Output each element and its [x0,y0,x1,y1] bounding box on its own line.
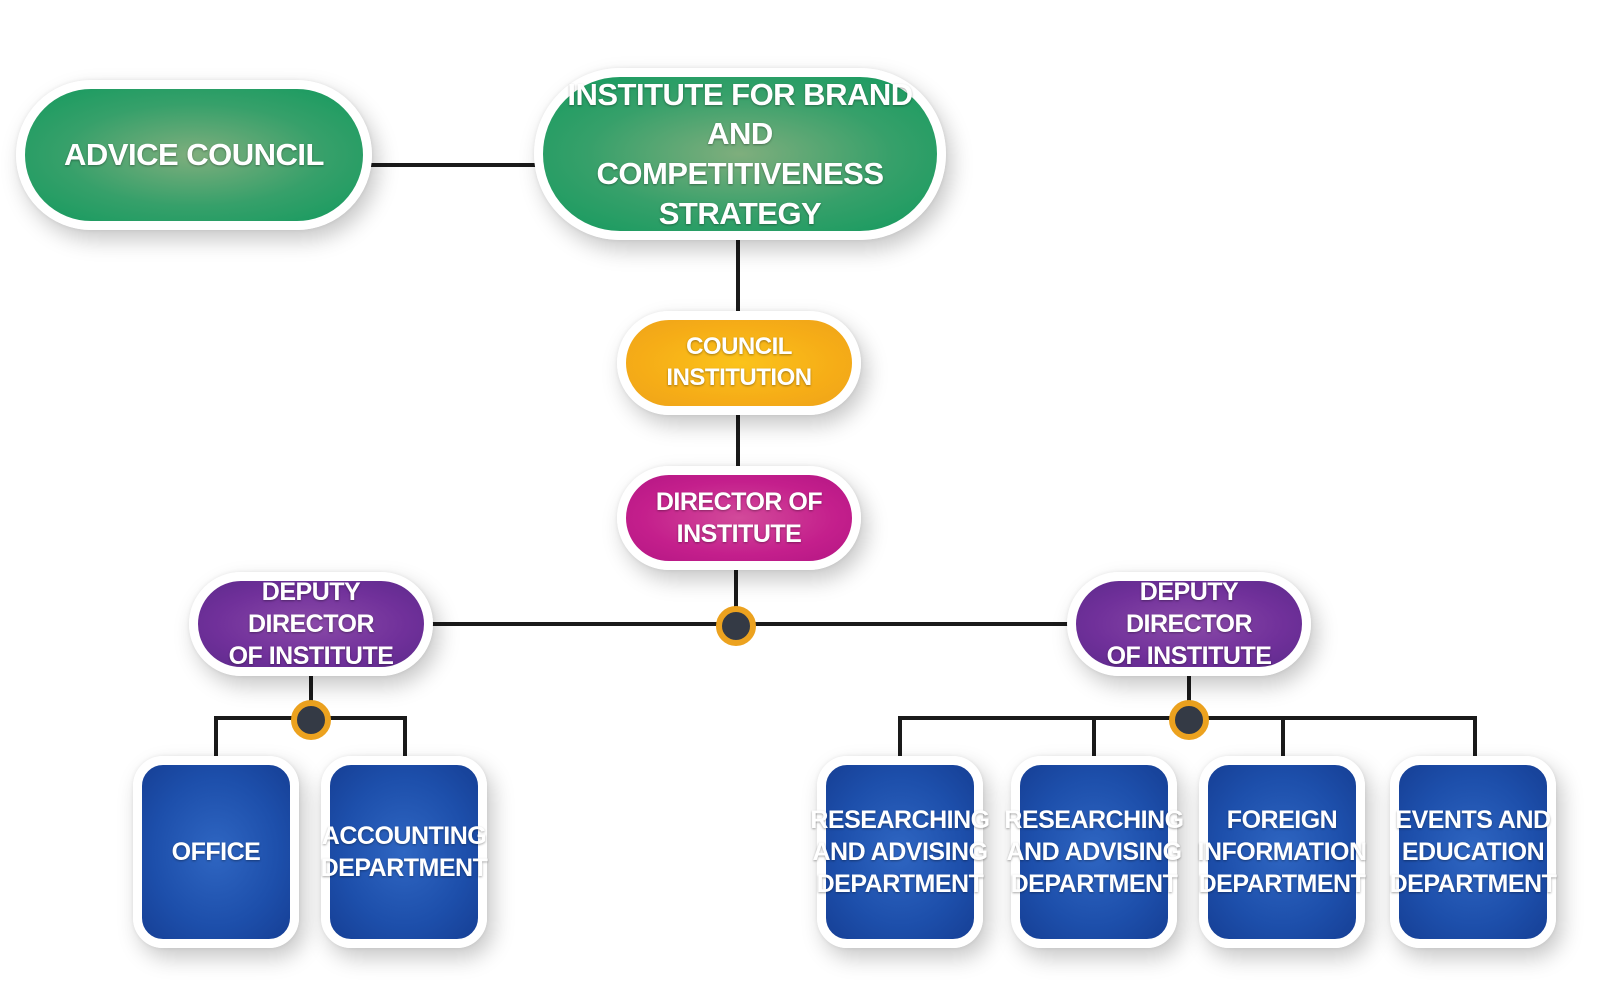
node-researching-1: RESEARCHING AND ADVISING DEPARTMENT [810,756,990,948]
node-office: OFFICE [133,756,299,948]
node-deputy-left: DEPUTY DIRECTOR OF INSTITUTE [189,572,433,676]
junction-dot-right [1169,700,1209,740]
node-accounting-label: ACCOUNTING DEPARTMENT [320,822,488,882]
node-accounting: ACCOUNTING DEPARTMENT [320,756,488,948]
node-events-education: EVENTS AND EDUCATION DEPARTMENT [1389,756,1557,948]
junction-dot-center [716,606,756,646]
node-council-institution-label: COUNCIL INSTITUTION [666,333,812,391]
node-events-education-label: EVENTS AND EDUCATION DEPARTMENT [1389,806,1557,898]
node-office-label: OFFICE [171,838,261,866]
node-researching-2-label: RESEARCHING AND ADVISING DEPARTMENT [1004,806,1184,898]
node-institute: INSTITUTE FOR BRAND AND COMPETITIVENESS … [534,68,946,240]
node-deputy-right-label: DEPUTY DIRECTOR OF INSTITUTE [1106,578,1272,670]
node-foreign-info-label: FOREIGN INFORMATION DEPARTMENT [1197,806,1368,898]
node-researching-1-label: RESEARCHING AND ADVISING DEPARTMENT [810,806,990,898]
node-advice-council-label: ADVICE COUNCIL [64,137,324,173]
node-director-label: DIRECTOR OF INSTITUTE [655,488,823,548]
node-deputy-left-label: DEPUTY DIRECTOR OF INSTITUTE [228,578,394,670]
node-foreign-info: FOREIGN INFORMATION DEPARTMENT [1197,756,1368,948]
node-advice-council: ADVICE COUNCIL [16,80,372,230]
junction-dot-left [291,700,331,740]
node-institute-label: INSTITUTE FOR BRAND AND COMPETITIVENESS … [567,76,913,231]
node-director: DIRECTOR OF INSTITUTE [617,466,861,570]
node-researching-2: RESEARCHING AND ADVISING DEPARTMENT [1004,756,1184,948]
node-council-institution: COUNCIL INSTITUTION [617,311,861,415]
node-deputy-right: DEPUTY DIRECTOR OF INSTITUTE [1067,572,1311,676]
